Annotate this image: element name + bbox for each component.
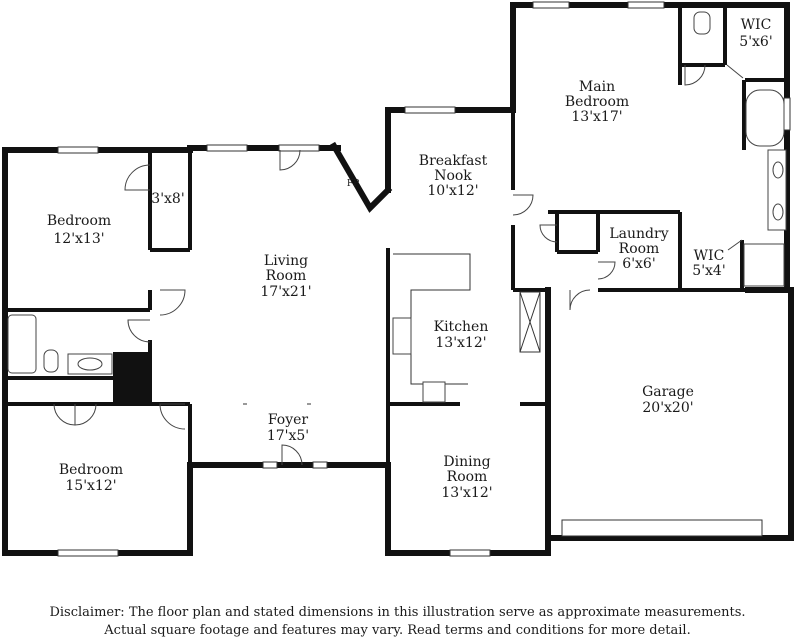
windows (57, 1, 791, 557)
laundry-room-label-2: Room (619, 241, 660, 257)
fireplace-label: FP (347, 179, 359, 189)
disclaimer-line-1: Disclaimer: The floor plan and stated di… (49, 605, 746, 620)
breakfast-nook-dim: 10'x12' (427, 183, 478, 199)
main-bedroom-label-1: Main (579, 79, 615, 95)
room-labels: WIC 5'x6' Main Bedroom 13'x17' Breakfast… (47, 17, 773, 501)
bedroom-top-label: Bedroom (47, 213, 111, 229)
dining-room-label-2: Room (447, 469, 488, 485)
living-room-label-2: Room (266, 268, 307, 284)
main-bedroom-dim: 13'x17' (571, 109, 622, 125)
doors (53, 64, 744, 466)
breakfast-nook-label-1: Breakfast (419, 153, 488, 169)
bedroom-bottom-label: Bedroom (59, 462, 123, 478)
wic-small-dim: 5'x4' (692, 263, 725, 279)
disclaimer-line-2: Actual square footage and features may v… (104, 623, 691, 638)
laundry-room-label-1: Laundry (609, 226, 668, 242)
disclaimer: Disclaimer: The floor plan and stated di… (0, 604, 795, 640)
fixtures (7, 11, 787, 405)
foyer-label: Foyer (268, 412, 309, 428)
foyer-dim: 17'x5' (267, 428, 309, 444)
floor-plan: WIC 5'x6' Main Bedroom 13'x17' Breakfast… (2, 1, 794, 557)
bedroom-top-dim: 12'x13' (53, 231, 104, 247)
wic-main-dim: 5'x6' (739, 34, 772, 50)
dining-room-label-1: Dining (443, 454, 490, 470)
bedroom-bottom-dim: 15'x12' (65, 478, 116, 494)
laundry-room-dim: 6'x6' (622, 256, 655, 272)
living-room-label-1: Living (264, 253, 308, 269)
garage-label: Garage (642, 384, 694, 400)
dining-room-dim: 13'x12' (441, 485, 492, 501)
interior-walls (5, 5, 787, 465)
wic-small-label: WIC (694, 248, 725, 264)
kitchen-dim: 13'x12' (435, 335, 486, 351)
kitchen-label: Kitchen (434, 319, 489, 335)
breakfast-nook-label-2: Nook (434, 168, 472, 184)
main-bedroom-label-2: Bedroom (565, 94, 629, 110)
garage-dim: 20'x20' (642, 400, 693, 416)
living-room-dim: 17'x21' (260, 284, 311, 300)
closet-dim: 3'x8' (151, 191, 184, 207)
floor-plan-drawing: WIC 5'x6' Main Bedroom 13'x17' Breakfast… (2, 1, 794, 557)
wic-main-label: WIC (741, 17, 772, 33)
